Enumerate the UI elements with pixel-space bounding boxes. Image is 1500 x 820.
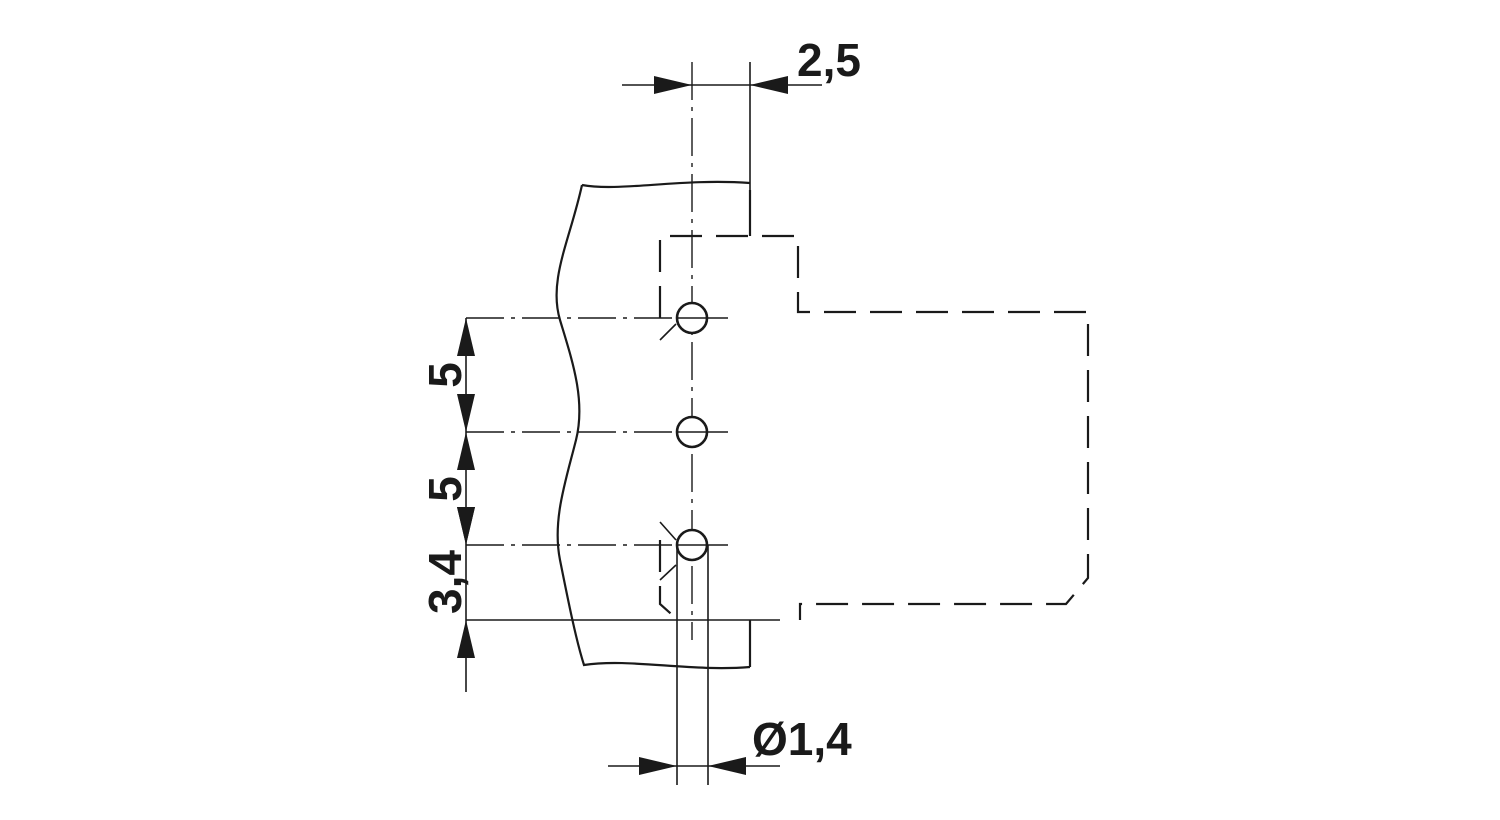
dim-5-bottom-arrow-up (457, 432, 475, 470)
dim-diameter-arrow-right (708, 757, 746, 775)
dim-5-top-arrow-up (457, 318, 475, 356)
dim-2-5-label: 2,5 (797, 34, 861, 86)
pin-chamfer-top (659, 323, 677, 341)
dim-2-5-arrow-left (654, 76, 692, 94)
dim-5-top-label: 5 (419, 362, 471, 388)
component-outline (658, 234, 1090, 620)
dim-5-top-arrow-down (457, 394, 475, 432)
dim-3-4-arrow-down (457, 507, 475, 545)
dim-3-4-arrow-up (457, 620, 475, 658)
pin-chamfer-bottom (659, 521, 677, 541)
dim-diameter-arrow-left (639, 757, 677, 775)
pcb-board-outline (555, 180, 751, 670)
dim-2-5-arrow-right (750, 76, 788, 94)
component-outline-lower (658, 540, 679, 621)
pin-chamfer-lower (659, 564, 677, 581)
dim-5-bottom-label: 5 (419, 476, 471, 502)
dim-diameter-label: Ø1,4 (752, 713, 852, 765)
dim-3-4-label: 3,4 (419, 550, 471, 614)
